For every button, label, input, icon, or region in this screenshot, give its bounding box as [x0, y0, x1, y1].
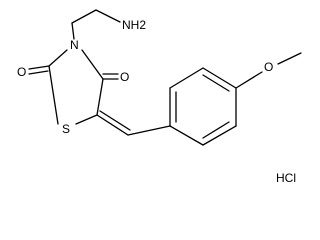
bond-ar-2-3: [169, 67, 204, 89]
aminoethyl-chain: [71, 9, 121, 40]
bond-ch-aryl: [127, 125, 171, 136]
benzylidene-bond: [96, 110, 171, 136]
o-ether-label: O: [264, 60, 273, 74]
bond-ch2-ch2: [71, 9, 97, 24]
bond-ch2-nh2: [95, 9, 121, 23]
bond-n-ch2: [71, 22, 75, 40]
methoxy-group: [235, 52, 302, 89]
n-label: N: [70, 38, 79, 52]
bond-c5-ch: [96, 114, 129, 136]
bond-ar-5-6: [202, 125, 237, 146]
bond-c5-ch-double: [99, 110, 131, 131]
bond-ar-6-1: [169, 125, 204, 146]
benzene-ring: [169, 67, 237, 146]
bond-ar-inner-c: [202, 121, 230, 139]
bond-o-ch3: [277, 52, 302, 65]
carbonyl-groups: [28, 65, 119, 80]
bond-ar-3-4: [202, 67, 237, 89]
bond-ar-o: [235, 71, 263, 89]
bond-n-c2: [48, 49, 68, 67]
thiazolidinedione-ring: [48, 49, 104, 125]
bond-s-c5: [75, 114, 98, 125]
bond-c2-o-double: [28, 70, 49, 75]
bond-c2-s: [48, 65, 59, 125]
o-right-label: O: [120, 70, 129, 84]
bond-c4-n: [81, 49, 104, 80]
o-left-label: O: [17, 65, 26, 79]
bond-c5-c4: [96, 78, 104, 116]
chemical-structure: NH2 N O O S O HCl: [17, 9, 302, 185]
s-label: S: [62, 122, 70, 136]
bond-c2-o: [28, 65, 50, 70]
nh2-label: NH2: [122, 18, 146, 32]
hcl-label: HCl: [276, 171, 296, 185]
bond-ar-inner-b: [202, 74, 230, 92]
